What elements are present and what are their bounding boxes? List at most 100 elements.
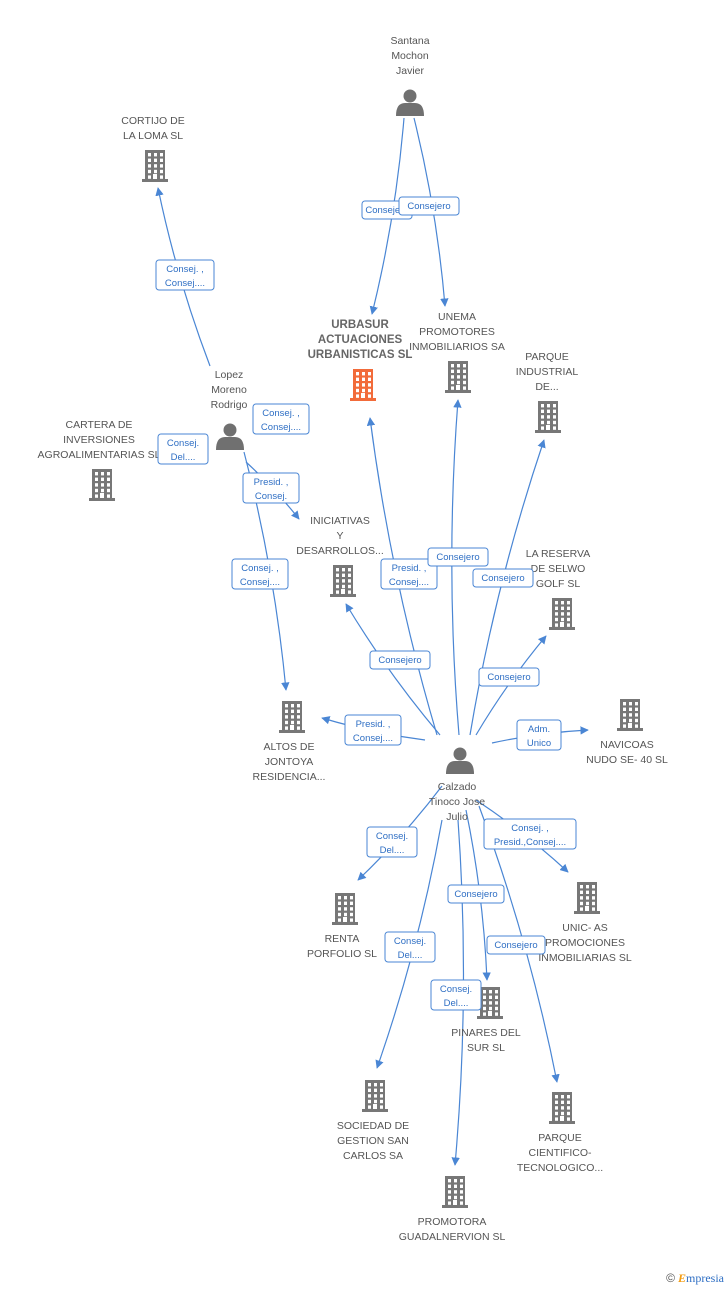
edge-label-lopez-iniciativas[interactable]: Presid. ,Consej. — [242, 472, 300, 504]
node-parque_cien[interactable]: PARQUECIENTIFICO-TECNOLOGICO... — [517, 1092, 603, 1174]
node-label-line: Julio — [446, 811, 468, 823]
edge-label-calzado-promotora[interactable]: Consej.Del.... — [430, 979, 482, 1011]
node-parque_ind[interactable]: PARQUEINDUSTRIALDE... — [516, 351, 579, 433]
node-label-line: Calzado — [438, 781, 477, 793]
edges-layer — [155, 117, 589, 1166]
node-label-line: Rodrigo — [211, 399, 248, 411]
edge-label-text: Consej. — [167, 438, 199, 449]
edge-label-text: Consej.... — [261, 422, 301, 433]
edge-label-lopez-cartera[interactable]: Consej.Del.... — [157, 433, 209, 465]
edge-label-box — [155, 259, 215, 291]
edge-label-santana-unema[interactable]: Consejero — [398, 196, 460, 216]
building-icon — [362, 1080, 388, 1112]
node-iniciativas[interactable]: INICIATIVASYDESARROLLOS... — [296, 515, 384, 597]
edge-label-box — [252, 403, 310, 435]
edge-label-box — [384, 931, 436, 963]
node-label-line: CARLOS SA — [343, 1150, 403, 1162]
edge-label-calzado-navicoas[interactable]: Adm.Unico — [516, 719, 562, 751]
edge-label-calzado-parque_ind[interactable]: Consejero — [472, 568, 534, 588]
edge-label-text: Consejero — [494, 940, 537, 951]
person-icon — [446, 747, 474, 774]
edge-label-calzado-renta[interactable]: Consej.Del.... — [366, 826, 418, 858]
node-label-line: TECNOLOGICO... — [517, 1162, 603, 1174]
edge-label-box — [369, 650, 431, 670]
edge-label-calzado-sociedad[interactable]: Consej.Del.... — [384, 931, 436, 963]
edge-label-text: Consejero — [436, 552, 479, 563]
edge-label-box — [478, 667, 540, 687]
edge-label-text: Consejero — [481, 573, 524, 584]
footer-brand[interactable]: © Empresia — [666, 1271, 724, 1286]
edge-label-calzado-iniciativas[interactable]: Consejero — [369, 650, 431, 670]
edge-label-text: Consej. — [440, 984, 472, 995]
edge-label-box — [231, 558, 289, 590]
edge-label-text: Del.... — [380, 845, 405, 856]
edge-label-calzado-parque_cien[interactable]: Consejero — [486, 935, 546, 955]
building-icon — [142, 150, 168, 182]
node-label-line: RENTA — [325, 933, 360, 945]
building-icon — [89, 469, 115, 501]
edge-label-lopez-altos[interactable]: Consej. ,Consej.... — [231, 558, 289, 590]
node-altos[interactable]: ALTOS DEJONTOYARESIDENCIA... — [253, 701, 326, 783]
edge-label-box — [472, 568, 534, 588]
edge-label-calzado-altos[interactable]: Presid. ,Consej.... — [344, 714, 402, 746]
edge-calzado-iniciativas — [345, 603, 441, 736]
edge-label-text: Consej.... — [240, 577, 280, 588]
edge-label-calzado-urbasur[interactable]: Presid. ,Consej.... — [380, 558, 438, 590]
edge-label-box — [430, 979, 482, 1011]
node-label-line: CORTIJO DE — [121, 115, 184, 127]
node-label-line: PROMOTORA — [418, 1216, 487, 1228]
edge-label-text: Presid. , — [254, 477, 289, 488]
edge-label-calzado-unema[interactable]: Consejero — [427, 547, 489, 567]
node-label-line: Mochon — [391, 50, 429, 62]
edge-label-calzado-unic[interactable]: Consej. ,Presid.,Consej.... — [483, 818, 577, 850]
edge-label-text: Consej.... — [353, 733, 393, 744]
edge-label-text: Consejero — [378, 655, 421, 666]
building-icon — [549, 1092, 575, 1124]
edge-label-text: Consejero — [407, 201, 450, 212]
node-label-line: INMOBILIARIOS SA — [409, 341, 505, 353]
edge-label-calzado-pinares[interactable]: Consejero — [447, 884, 505, 904]
node-label-line: GUADALNERVION SL — [399, 1231, 506, 1243]
node-label-line: INMOBILIARIAS SL — [538, 952, 632, 964]
node-label-line: URBANISTICAS SL — [308, 349, 413, 361]
building-icon — [332, 893, 358, 925]
edge-label-box — [427, 547, 489, 567]
edge-label-box — [486, 935, 546, 955]
edge-label-box — [380, 558, 438, 590]
edge-label-text: Adm. — [528, 724, 550, 735]
edge-label-text: Consejero — [454, 889, 497, 900]
node-label-line: GESTION SAN — [337, 1135, 409, 1147]
edge-label-lopez-cartera[interactable]: Consej. ,Consej.... — [252, 403, 310, 435]
edge-label-box — [242, 472, 300, 504]
building-icon — [445, 361, 471, 393]
building-icon — [279, 701, 305, 733]
node-label-line: LA RESERVA — [526, 548, 590, 560]
node-label-line: DESARROLLOS... — [296, 545, 384, 557]
node-label-line: CIENTIFICO- — [529, 1147, 592, 1159]
node-label-line: ALTOS DE — [264, 741, 315, 753]
edge-label-box — [516, 719, 562, 751]
node-promotora[interactable]: PROMOTORA GUADALNERVION SL — [399, 1176, 506, 1243]
node-label-line: INDUSTRIAL — [516, 366, 579, 378]
node-label-line: Tinoco Jose — [429, 796, 485, 808]
edge-label-lopez-cortijo[interactable]: Consej. ,Consej.... — [155, 259, 215, 291]
edge-label-calzado-reserva[interactable]: Consejero — [478, 667, 540, 687]
person-icon — [396, 89, 424, 116]
node-label-line: ACTUACIONES — [318, 334, 403, 346]
edge-label-text: Presid. , — [392, 563, 427, 574]
